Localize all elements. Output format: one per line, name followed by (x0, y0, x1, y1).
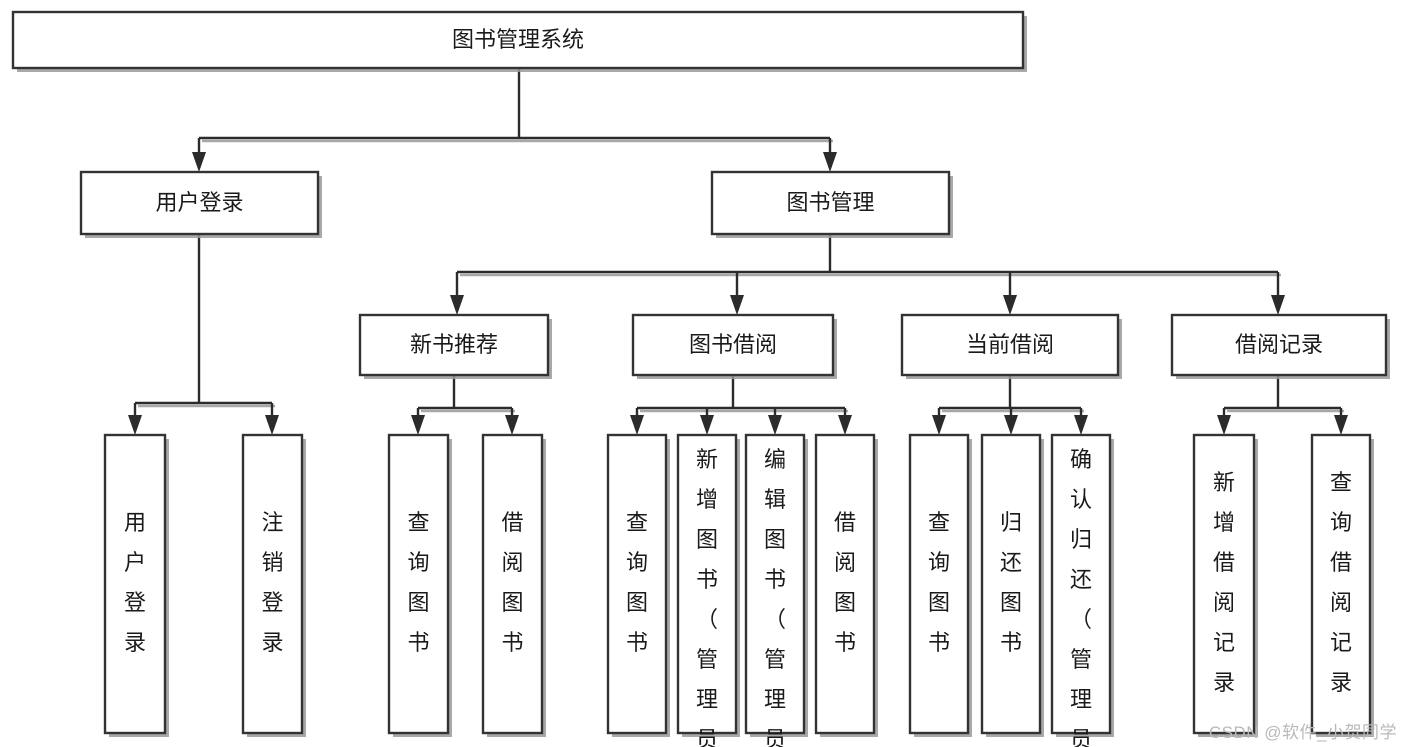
node-label: 借阅图书 (834, 510, 856, 655)
leaf-add-borrow-record[interactable]: 新增借阅记录 (1192, 433, 1258, 737)
arrow-head-icon (450, 295, 464, 315)
node-rect[interactable] (1050, 433, 1112, 735)
node-label: 借阅记录 (1235, 332, 1323, 357)
node-root-library-system[interactable]: 图书管理系统 (11, 10, 1027, 72)
arrow-head-icon (630, 415, 644, 435)
nodes-layer: 图书管理系统用户登录图书管理新书推荐图书借阅当前借阅借阅记录用户登录注销登录查询… (11, 10, 1390, 747)
node-label: 编辑图书（管理员） (764, 447, 786, 747)
leaf-query-borrow-record[interactable]: 查询借阅记录 (1310, 433, 1374, 737)
leaf-edit-book-admin[interactable]: 编辑图书（管理员） (744, 433, 808, 747)
leaf-borrow-books-borrow[interactable]: 借阅图书 (814, 433, 878, 737)
arrow-head-icon (265, 415, 279, 435)
edges-layer (128, 68, 1348, 435)
leaf-return-books[interactable]: 归还图书 (980, 433, 1044, 737)
arrow-head-icon (700, 415, 714, 435)
arrow-head-icon (192, 152, 206, 172)
node-label: 当前借阅 (966, 332, 1054, 357)
node-rect[interactable] (241, 433, 304, 735)
node-rect[interactable] (676, 433, 738, 735)
node-rect[interactable] (103, 433, 167, 735)
leaf-confirm-return-admin[interactable]: 确认归还（管理员） (1050, 433, 1114, 747)
arrow-head-icon (1271, 295, 1285, 315)
node-rect[interactable] (11, 10, 1025, 70)
edge-recommend-to-leaves (411, 375, 519, 435)
edge-bookmgmt-to-level3 (450, 234, 1285, 315)
arrow-head-icon (1334, 415, 1348, 435)
arrow-head-icon (932, 415, 946, 435)
leaf-user-logout[interactable]: 注销登录 (241, 433, 306, 737)
node-rect[interactable] (481, 433, 544, 735)
node-label: 查询图书 (928, 510, 950, 655)
node-label: 查询借阅记录 (1330, 470, 1352, 695)
node-rect[interactable] (358, 313, 550, 377)
arrow-head-icon (1074, 415, 1088, 435)
node-label: 借阅图书 (501, 510, 523, 655)
node-label: 图书管理 (786, 190, 874, 215)
edge-records-to-leaves (1217, 375, 1348, 435)
node-rect[interactable] (631, 313, 835, 377)
node-rect[interactable] (1310, 433, 1372, 735)
edge-current-to-leaves (932, 375, 1088, 435)
node-rect[interactable] (900, 313, 1120, 377)
node-user-login[interactable]: 用户登录 (79, 170, 322, 238)
node-rect[interactable] (606, 433, 668, 735)
leaf-add-book-admin[interactable]: 新增图书（管理员） (676, 433, 740, 747)
leaf-user-login[interactable]: 用户登录 (103, 433, 169, 737)
arrow-head-icon (838, 415, 852, 435)
node-label: 归还图书 (1000, 510, 1022, 655)
node-rect[interactable] (814, 433, 876, 735)
arrow-head-icon (411, 415, 425, 435)
node-label: 查询图书 (626, 510, 648, 655)
node-label: 新增图书（管理员） (696, 447, 718, 747)
leaf-borrow-books-recommend[interactable]: 借阅图书 (481, 433, 546, 737)
node-label: 注销登录 (261, 510, 283, 655)
node-rect[interactable] (1170, 313, 1388, 377)
leaf-query-books-borrow[interactable]: 查询图书 (606, 433, 670, 737)
arrow-head-icon (505, 415, 519, 435)
leaf-query-books-recommend[interactable]: 查询图书 (387, 433, 452, 737)
node-current-borrow[interactable]: 当前借阅 (900, 313, 1122, 379)
node-label: 新书推荐 (410, 332, 498, 357)
arrow-head-icon (1217, 415, 1231, 435)
node-new-book-recommend[interactable]: 新书推荐 (358, 313, 552, 379)
node-rect[interactable] (908, 433, 970, 735)
leaf-query-books-current[interactable]: 查询图书 (908, 433, 972, 737)
arrow-head-icon (1003, 295, 1017, 315)
node-label: 用户登录 (124, 510, 146, 655)
arrow-head-icon (128, 415, 142, 435)
edge-userlogin-to-leaves (128, 234, 279, 435)
node-rect[interactable] (710, 170, 951, 236)
node-book-management[interactable]: 图书管理 (710, 170, 953, 238)
node-rect[interactable] (1192, 433, 1256, 735)
node-label: 新增借阅记录 (1213, 470, 1235, 695)
node-label: 查询图书 (407, 510, 429, 655)
node-label: 图书借阅 (689, 332, 777, 357)
node-label: 确认归还（管理员） (1070, 447, 1092, 747)
node-rect[interactable] (387, 433, 450, 735)
node-rect[interactable] (79, 170, 320, 236)
arrow-head-icon (823, 152, 837, 172)
arrow-head-icon (1004, 415, 1018, 435)
edge-borrow-to-leaves (630, 375, 852, 435)
node-borrow-records[interactable]: 借阅记录 (1170, 313, 1390, 379)
edge-root-to-level2 (192, 68, 837, 172)
node-label: 用户登录 (155, 190, 243, 215)
node-rect[interactable] (980, 433, 1042, 735)
node-rect[interactable] (744, 433, 806, 735)
node-label: 图书管理系统 (452, 27, 584, 52)
arrow-head-icon (730, 295, 744, 315)
node-book-borrow[interactable]: 图书借阅 (631, 313, 837, 379)
arrow-head-icon (768, 415, 782, 435)
watermark-label: CSDN @软件_小贺同学 (1208, 723, 1397, 742)
